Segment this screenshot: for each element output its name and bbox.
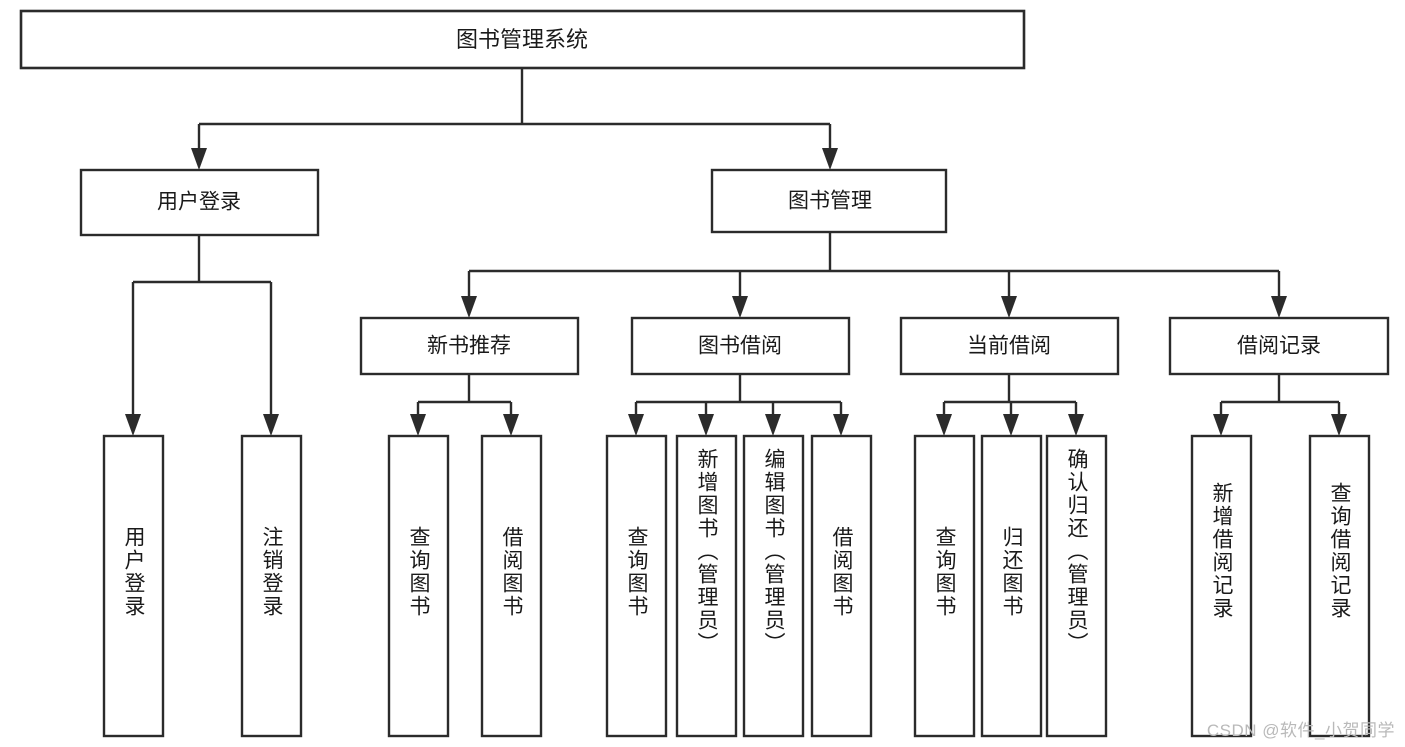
node-leaf-confirm-return-admin[interactable] [1045,434,1108,738]
node-leaf-query-book-b[interactable] [605,434,668,738]
node-leaf-add-book-admin[interactable] [675,434,738,738]
watermark: CSDN @软件_小贺同学 [1206,721,1395,740]
arrowhead-borrow-record [1271,296,1287,318]
node-leaf-query-book-a[interactable] [387,434,450,738]
node-leaf-query-borrow-record[interactable] [1308,434,1371,738]
node-user-login-label: 用户登录 [157,191,241,214]
arrowhead-new-book [461,296,477,318]
node-book-manage[interactable] [710,168,948,234]
node-leaf-user-login[interactable] [102,434,165,738]
arrowhead-leaf-c1 [628,414,644,436]
arrowhead-leaf-d2 [1003,414,1019,436]
arrowhead-leaf-d1 [936,414,952,436]
arrowhead-leaf-c3 [765,414,781,436]
arrowhead-leaf-c2 [698,414,714,436]
node-root[interactable] [19,9,1026,70]
node-current-borrow-label: 当前借阅 [967,335,1051,358]
node-root-label: 图书管理系统 [456,27,588,52]
arrowhead-leaf-b1 [410,414,426,436]
arrowhead-book-borrow [732,296,748,318]
arrowhead-leaf-a2 [263,414,279,436]
arrowhead-leaf-c4 [833,414,849,436]
node-borrow-record-label: 借阅记录 [1237,335,1321,358]
arrowhead-leaf-e1 [1213,414,1229,436]
arrowhead-leaf-e2 [1331,414,1347,436]
arrowhead-book-manage [822,148,838,170]
node-leaf-add-borrow-record[interactable] [1190,434,1253,738]
node-leaf-edit-book-admin[interactable] [742,434,805,738]
node-new-book-recommend-label: 新书推荐 [427,335,511,358]
node-leaf-return-book[interactable] [980,434,1043,738]
node-leaf-query-book-c[interactable] [913,434,976,738]
node-current-borrow[interactable] [899,316,1120,376]
node-leaf-borrow-book-a[interactable] [480,434,543,738]
arrowhead-user-login [191,148,207,170]
node-borrow-record[interactable] [1168,316,1390,376]
node-new-book-recommend[interactable] [359,316,580,376]
arrowhead-leaf-d3 [1068,414,1084,436]
arrowhead-leaf-b2 [503,414,519,436]
arrowhead-current-borrow [1001,296,1017,318]
node-user-login[interactable] [79,168,320,237]
node-group: 图书管理系统 用户登录 图书管理 新书推荐 图书借阅 当前借阅 借阅记录 [19,9,1390,738]
arrowhead-group [125,148,1347,436]
node-book-borrow-label: 图书借阅 [698,335,782,358]
node-book-manage-label: 图书管理 [788,190,872,213]
node-leaf-borrow-book-b[interactable] [810,434,873,738]
node-leaf-logout[interactable] [240,434,303,738]
node-book-borrow[interactable] [630,316,851,376]
arrowhead-leaf-a1 [125,414,141,436]
